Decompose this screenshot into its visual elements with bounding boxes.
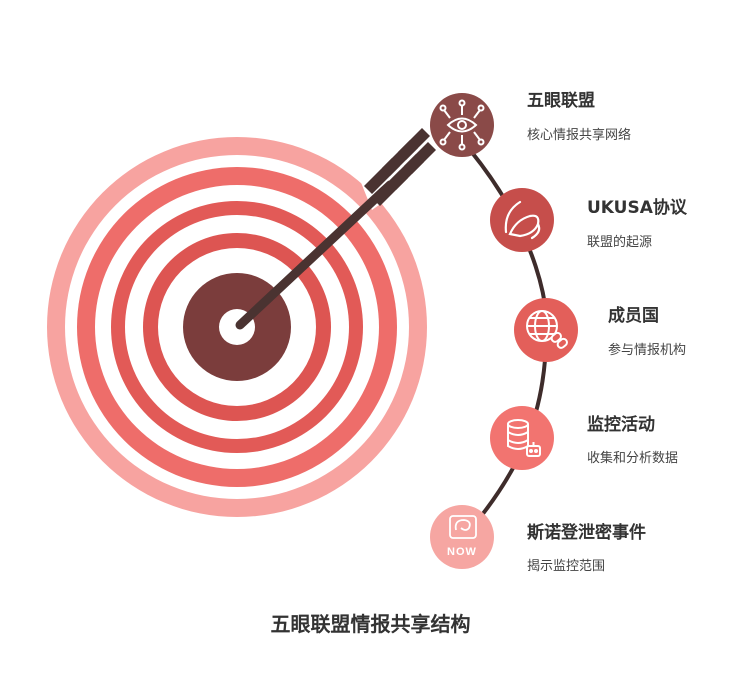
- node-members: [514, 298, 578, 362]
- arrow-shaft: [235, 180, 395, 330]
- handshake-icon: [504, 200, 541, 240]
- item-subtitle-surveillance: 收集和分析数据: [587, 451, 679, 466]
- item-title-ukusa: UKUSA协议: [587, 198, 687, 218]
- database-robot-icon: [507, 419, 541, 457]
- node-ukusa: [490, 188, 554, 252]
- item-subtitle-five-eyes: 核心情报共享网络: [527, 128, 632, 143]
- item-title-five-eyes: 五眼联盟: [527, 91, 595, 111]
- arrow-fletching: [364, 128, 436, 206]
- item-subtitle-snowden: 揭示监控范围: [527, 559, 606, 574]
- now-label: NOW: [447, 546, 477, 558]
- arrow: [235, 128, 436, 330]
- item-subtitle-ukusa: 联盟的起源: [587, 235, 653, 250]
- node-five-eyes: [430, 93, 494, 157]
- item-title-surveillance: 监控活动: [587, 415, 655, 435]
- diagram-caption: 五眼联盟情报共享结构: [270, 612, 471, 636]
- item-subtitle-members: 参与情报机构: [608, 343, 687, 358]
- now-news-icon: [449, 515, 477, 539]
- node-snowden: NOW: [430, 505, 494, 569]
- globe-link-icon: [526, 310, 568, 349]
- network-eye-icon: [439, 99, 485, 151]
- node-surveillance: [490, 406, 554, 470]
- item-title-members: 成员国: [608, 306, 659, 326]
- item-title-snowden: 斯诺登泄密事件: [527, 523, 646, 543]
